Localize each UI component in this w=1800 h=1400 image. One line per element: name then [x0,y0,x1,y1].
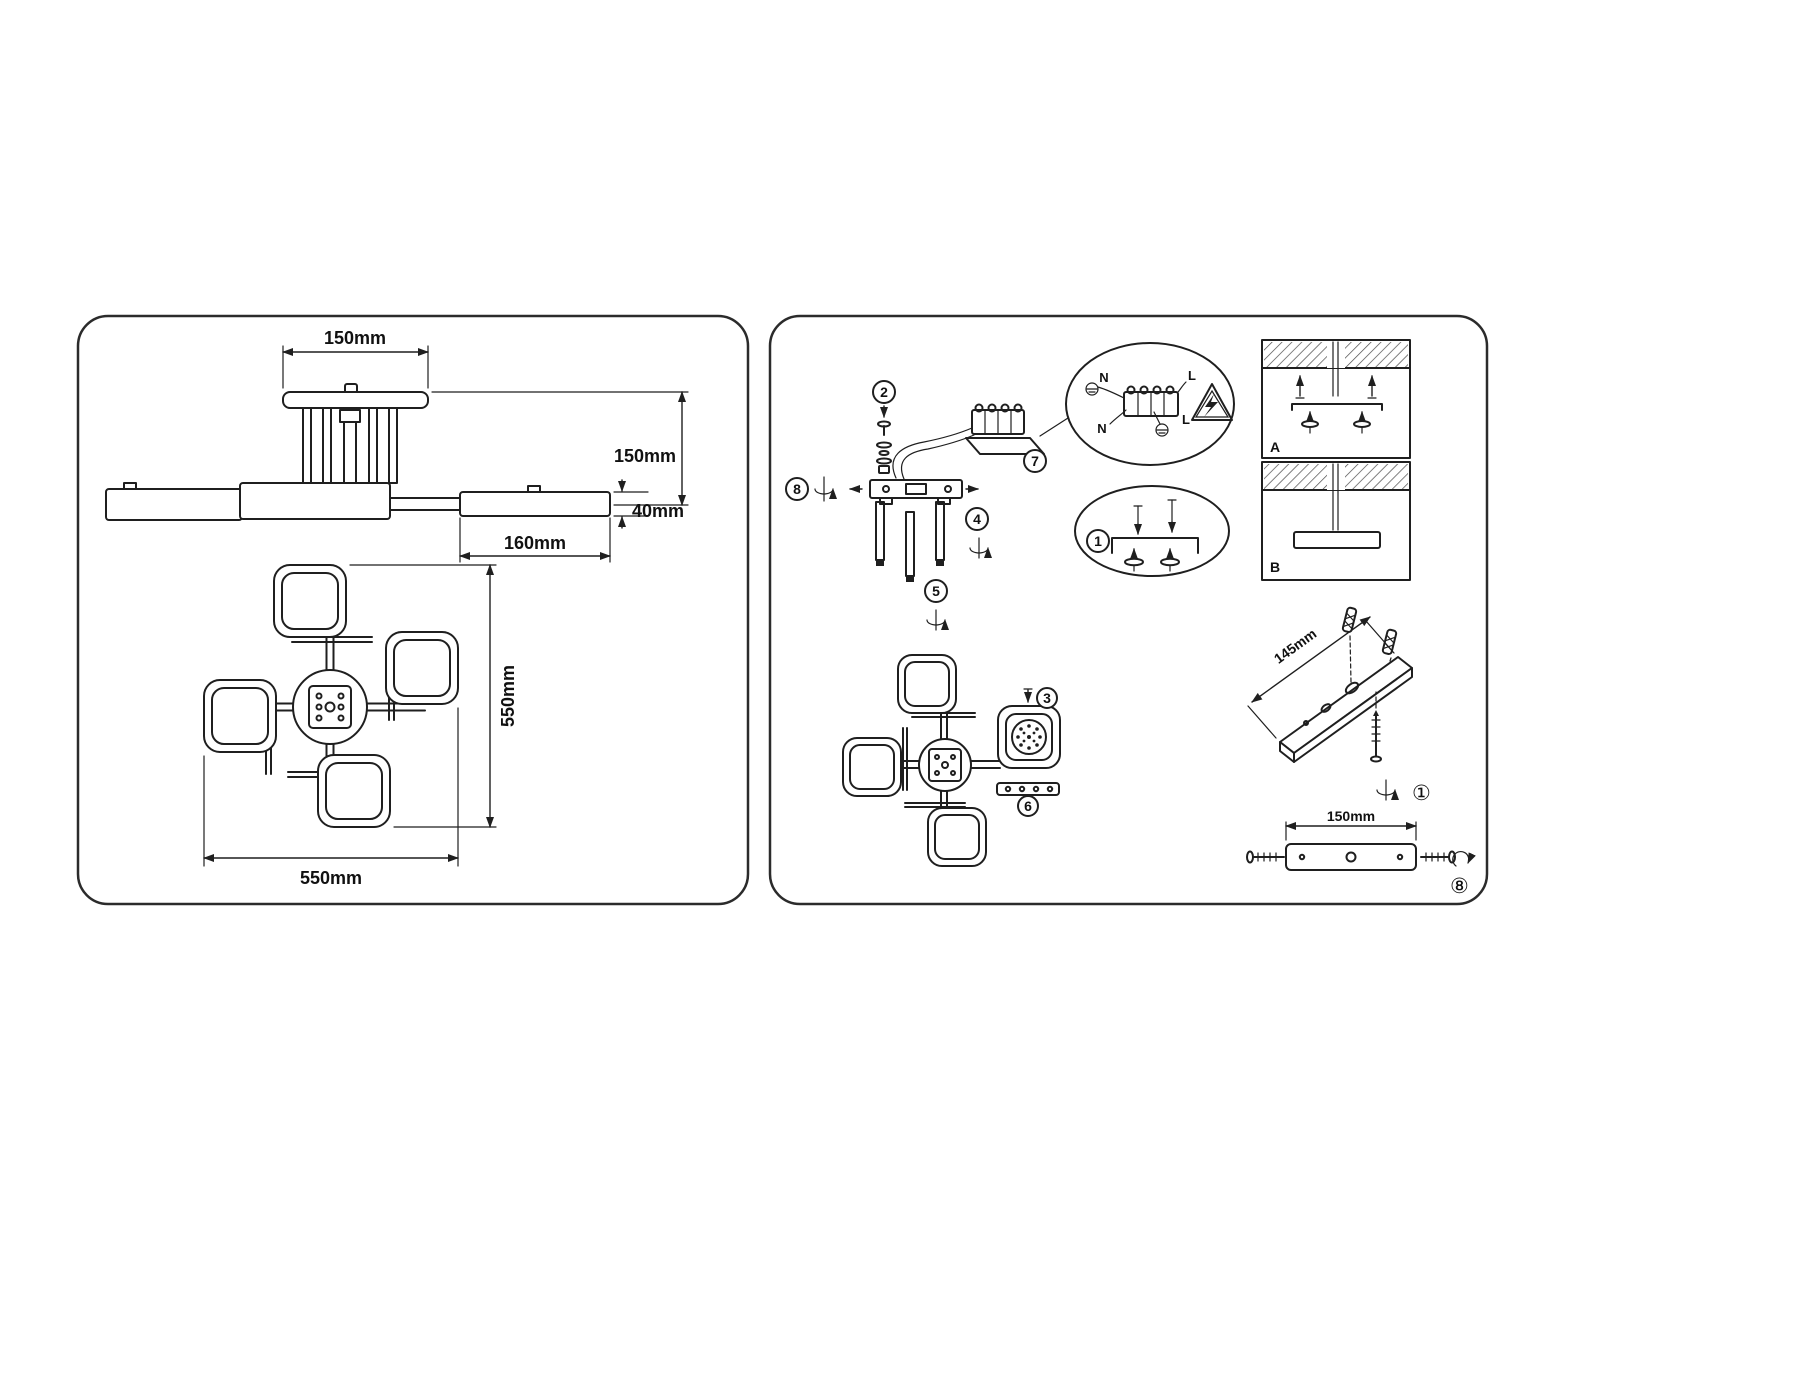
terminal-block [965,403,1045,455]
step-7-number: 7 [1031,453,1039,469]
wall-anchor [1381,628,1398,655]
step-6-number: 6 [1024,798,1032,814]
step-5-number: 5 [932,583,940,599]
mounting-detail-a: A [1261,339,1411,459]
shade-right [385,631,459,705]
wire-label-l-top: L [1188,368,1196,383]
side-screw-right [1420,850,1456,864]
step-3-marker [1036,687,1058,709]
shade-bottom [927,807,987,867]
centre-mount [292,669,368,745]
left-arm [105,488,243,521]
wire-label-l-bottom: L [1182,412,1190,427]
earth-symbol [1155,423,1169,437]
wire-label-n-bottom: N [1097,421,1106,436]
dim-arm-thickness: 40mm [632,501,684,521]
rotate-icon [926,619,949,631]
led-strip-bar [996,782,1060,796]
electric-warning-icon [1191,383,1233,421]
option-a-label: A [1270,439,1280,455]
bracket-perspective: 145mm [1247,606,1431,805]
step-4-number: 4 [973,511,981,527]
step-6-marker [1017,795,1039,817]
shade-right-led-detail [997,705,1061,769]
shade-bottom [317,754,391,828]
option-b-label: B [1270,559,1280,575]
side-screw-left [1246,850,1285,864]
step-5-marker [924,579,948,603]
dim-bracket-front: 150mm [1327,808,1375,824]
dim-plan-height: 550mm [498,665,518,727]
canopy [282,391,429,409]
step-1-number: 1 [1094,533,1102,549]
wiring-callout: N L N L [1065,342,1235,466]
step-3-number: 3 [1043,690,1051,706]
shade-top [897,654,957,714]
exploded-assembly: 2 8 4 [785,380,1069,631]
dimensions-panel: 150mm 150mm [76,314,750,906]
left-panel-border [76,314,750,906]
earth-symbol [1085,382,1099,396]
dim-canopy-width: 150mm [324,328,386,348]
bracket-front-view: 150mm ⑧ [1246,808,1476,898]
dim-side-height: 150mm [614,446,676,466]
body-bar [239,482,391,520]
step-8-marker [785,477,809,501]
circled-step-1: ① [1412,782,1431,805]
step-8-number: 8 [793,481,801,497]
installation-panel: 2 8 4 [768,314,1489,906]
step-2-number: 2 [880,384,888,400]
wire-label-n-top: N [1099,370,1108,385]
rotate-icon [1376,789,1399,801]
circled-step-8: ⑧ [1450,875,1469,898]
rotate-icon [969,547,992,559]
dim-plan-width: 550mm [300,868,362,888]
plan-view-steps: 3 6 [842,654,1061,867]
step-2-marker [872,380,896,404]
step-7-marker [1023,449,1047,473]
centre-mount [918,738,972,792]
mounting-screw [1370,691,1382,763]
step-4-marker [965,507,989,531]
rotate-icon [814,488,837,500]
shade-top [273,564,347,638]
mounting-crossbar [869,479,963,499]
rotate-icon [1452,850,1476,867]
shade-left [842,737,902,797]
anchor-callout: 1 [1074,485,1230,577]
mounting-detail-b: B [1261,461,1411,581]
step-1-marker [1086,529,1110,553]
wall-anchor [1341,606,1358,633]
lamp-plan-view: 550mm 550mm [203,564,518,888]
dim-arm-length: 160mm [504,533,566,553]
lamp-side-view: 150mm 150mm [105,328,689,563]
right-arm [459,491,611,517]
shade-left [203,679,277,753]
